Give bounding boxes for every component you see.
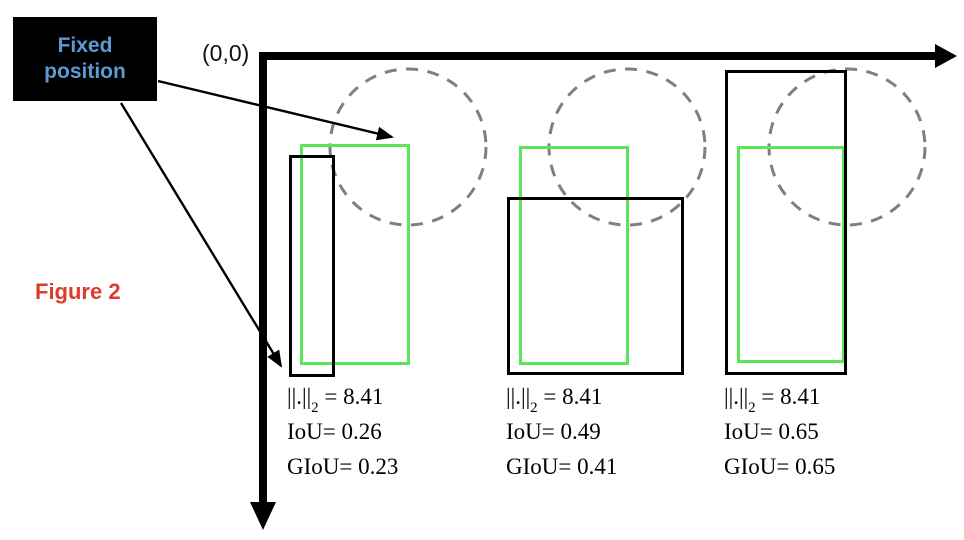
norm-subscript: 2 — [311, 400, 319, 416]
metrics-block-2: ||.||2 = 8.41 IoU= 0.49 GIoU= 0.41 — [506, 379, 617, 484]
green-groundtruth-box-2 — [519, 146, 629, 365]
fixed-position-label: Fixed position — [44, 34, 126, 83]
y-axis-line — [259, 52, 267, 504]
black-prediction-box-1 — [289, 155, 335, 377]
norm-symbol: ||.|| — [506, 384, 531, 409]
norm-symbol: ||.|| — [724, 384, 749, 409]
iou-text: IoU= 0.26 — [287, 419, 382, 444]
giou-text: GIoU= 0.23 — [287, 454, 399, 479]
norm-value: = 8.41 — [537, 384, 603, 409]
black-prediction-box-3 — [725, 70, 847, 375]
fixed-position-callout: Fixed position — [13, 17, 157, 101]
l2-norm-text: ||.||2 = 8.41 — [724, 379, 835, 416]
green-groundtruth-box-1 — [300, 144, 410, 365]
callout-arrow-to-circle-center — [157, 79, 394, 141]
origin-label: (0,0) — [202, 40, 250, 66]
x-axis-line — [259, 52, 937, 60]
norm-value: = 8.41 — [318, 384, 384, 409]
giou-text: GIoU= 0.65 — [724, 454, 836, 479]
green-groundtruth-box-3 — [737, 146, 845, 363]
iou-text: IoU= 0.65 — [724, 419, 819, 444]
black-prediction-box-2 — [507, 197, 684, 375]
iou-text: IoU= 0.49 — [506, 419, 601, 444]
giou-text: GIoU= 0.41 — [506, 454, 618, 479]
norm-symbol: ||.|| — [287, 384, 312, 409]
norm-value: = 8.41 — [755, 384, 821, 409]
norm-subscript: 2 — [748, 400, 756, 416]
norm-subscript: 2 — [530, 400, 538, 416]
y-axis-arrowhead-icon — [250, 502, 276, 530]
x-axis-arrowhead-icon — [935, 44, 957, 68]
fixed-distance-circle-1 — [328, 67, 488, 227]
l2-norm-text: ||.||2 = 8.41 — [287, 379, 398, 416]
metrics-block-1: ||.||2 = 8.41 IoU= 0.26 GIoU= 0.23 — [287, 379, 398, 484]
figure-caption: Figure 2 — [35, 279, 121, 304]
callout-arrow-to-box-corner — [119, 102, 283, 368]
l2-norm-text: ||.||2 = 8.41 — [506, 379, 617, 416]
metrics-block-3: ||.||2 = 8.41 IoU= 0.65 GIoU= 0.65 — [724, 379, 835, 484]
